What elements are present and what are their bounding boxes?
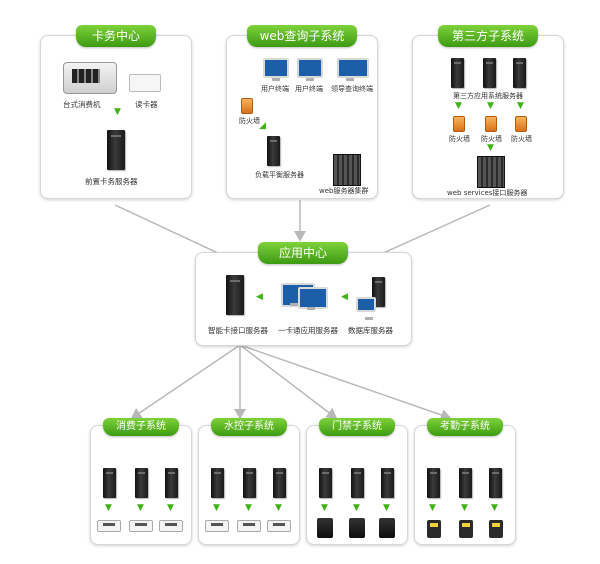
front-server-icon bbox=[107, 130, 125, 170]
pos-terminal-icon bbox=[129, 520, 153, 532]
controller-icon bbox=[211, 468, 224, 498]
card-reader-label: 读卡器 bbox=[135, 100, 158, 109]
app-server-label: 一卡通应用服务器 bbox=[278, 326, 338, 335]
user-terminal-1-icon bbox=[263, 58, 289, 81]
third-party-title: 第三方子系统 bbox=[438, 25, 538, 47]
card-interface-server-icon bbox=[226, 275, 244, 315]
controller-icon bbox=[489, 468, 502, 498]
down-arrow-icon: ▼ bbox=[353, 503, 360, 513]
desktop-pos-label: 台式消费机 bbox=[63, 100, 101, 109]
down-arrow-icon: ▼ bbox=[245, 503, 252, 513]
down-arrow-icon: ▼ bbox=[275, 503, 282, 513]
leader-terminal-label: 领导查询终端 bbox=[331, 85, 373, 93]
card-center-panel: 卡务中心 台式消费机 读卡器 ▼ 前置卡务服务器 bbox=[40, 25, 192, 199]
subsystem-title: 消费子系统 bbox=[103, 418, 179, 436]
subsystem-panel: 门禁子系统 ▼ ▼ ▼ bbox=[306, 418, 408, 545]
connector-app-to-sub3 bbox=[239, 344, 338, 419]
controller-icon bbox=[427, 468, 440, 498]
down-arrow-icon: ▼ bbox=[487, 143, 494, 153]
controller-icon bbox=[165, 468, 178, 498]
controller-icon bbox=[381, 468, 394, 498]
subsystem-title: 门禁子系统 bbox=[319, 418, 395, 436]
controller-icon bbox=[135, 468, 148, 498]
db-monitor-icon bbox=[356, 297, 376, 320]
app-server-monitor-icon bbox=[298, 287, 328, 310]
ws-server-label: web services接口服务器 bbox=[447, 189, 528, 197]
subsystem-title: 水控子系统 bbox=[211, 418, 287, 436]
load-balancer-label: 负载平衡服务器 bbox=[255, 171, 304, 179]
door-controller-icon bbox=[349, 518, 365, 538]
web-cluster-label: web服务器集群 bbox=[319, 187, 369, 195]
controller-icon bbox=[319, 468, 332, 498]
water-meter-icon bbox=[237, 520, 261, 532]
app-center-title: 应用中心 bbox=[258, 242, 348, 264]
desktop-pos-icon bbox=[63, 62, 117, 94]
controller-icon bbox=[103, 468, 116, 498]
db-server-label: 数据库服务器 bbox=[348, 326, 393, 335]
water-meter-icon bbox=[205, 520, 229, 532]
left-arrow-icon: ◀ bbox=[341, 292, 348, 302]
subsystem-panel: 消费子系统 ▼ ▼ ▼ bbox=[90, 418, 192, 545]
down-arrow-icon: ▼ bbox=[487, 101, 494, 111]
user-terminal-2-label: 用户终端 bbox=[295, 85, 323, 93]
down-arrow-icon: ▼ bbox=[455, 101, 462, 111]
firewall-2-label: 防火墙 bbox=[481, 135, 502, 143]
leader-terminal-icon bbox=[337, 58, 369, 81]
door-controller-icon bbox=[317, 518, 333, 538]
third-party-panel: 第三方子系统 第三方应用系统服务器 ▼ ▼ ▼ 防火墙 防火墙 防火墙 ▼ we… bbox=[412, 25, 564, 199]
connector-app-to-sub1 bbox=[130, 344, 241, 419]
down-arrow-icon: ◢ bbox=[259, 121, 266, 131]
firewall-icon bbox=[485, 116, 497, 132]
controller-icon bbox=[351, 468, 364, 498]
subsystem-panel: 考勤子系统 ▼ ▼ ▼ bbox=[414, 418, 516, 545]
user-terminal-2-icon bbox=[297, 58, 323, 81]
firewall-3-label: 防火墙 bbox=[511, 135, 532, 143]
load-balancer-icon bbox=[267, 136, 280, 166]
third-server-2-icon bbox=[483, 58, 496, 88]
web-query-panel: web查询子系统 用户终端 用户终端 领导查询终端 防火墙 ◢ 负载平衡服务器 … bbox=[226, 25, 378, 199]
subsystem-title: 考勤子系统 bbox=[427, 418, 503, 436]
connector-app-to-sub4 bbox=[239, 344, 452, 421]
third-server-3-icon bbox=[513, 58, 526, 88]
door-controller-icon bbox=[379, 518, 395, 538]
down-arrow-icon: ▼ bbox=[167, 503, 174, 513]
down-arrow-icon: ▼ bbox=[429, 503, 436, 513]
third-server-1-icon bbox=[451, 58, 464, 88]
firewall-label: 防火墙 bbox=[239, 117, 260, 125]
web-cluster-icon bbox=[333, 154, 361, 186]
down-arrow-icon: ▼ bbox=[461, 503, 468, 513]
card-interface-label: 智能卡接口服务器 bbox=[208, 326, 268, 335]
controller-icon bbox=[459, 468, 472, 498]
water-meter-icon bbox=[267, 520, 291, 532]
down-arrow-icon: ▼ bbox=[321, 503, 328, 513]
app-center-panel: 应用中心 ◀ ◀ 智能卡接口服务器 一卡通应用服务器 数据库服务器 bbox=[195, 242, 412, 346]
user-terminal-1-label: 用户终端 bbox=[261, 85, 289, 93]
front-server-label: 前置卡务服务器 bbox=[85, 177, 138, 186]
down-arrow-icon: ▼ bbox=[105, 503, 112, 513]
web-query-title: web查询子系统 bbox=[247, 25, 357, 47]
down-arrow-icon: ▼ bbox=[137, 503, 144, 513]
down-arrow-icon: ▼ bbox=[114, 107, 121, 117]
controller-icon bbox=[243, 468, 256, 498]
down-arrow-icon: ▼ bbox=[517, 101, 524, 111]
card-center-title: 卡务中心 bbox=[76, 25, 156, 47]
attendance-terminal-icon bbox=[459, 520, 473, 538]
controller-icon bbox=[273, 468, 286, 498]
down-arrow-icon: ▼ bbox=[491, 503, 498, 513]
card-reader-icon bbox=[129, 74, 161, 92]
firewall-icon bbox=[241, 98, 253, 114]
down-arrow-icon: ▼ bbox=[213, 503, 220, 513]
left-arrow-icon: ◀ bbox=[256, 292, 263, 302]
firewall-icon bbox=[515, 116, 527, 132]
pos-terminal-icon bbox=[97, 520, 121, 532]
attendance-terminal-icon bbox=[489, 520, 503, 538]
subsystem-panel: 水控子系统 ▼ ▼ ▼ bbox=[198, 418, 300, 545]
firewall-1-label: 防火墙 bbox=[449, 135, 470, 143]
third-app-servers-label: 第三方应用系统服务器 bbox=[453, 92, 523, 100]
ws-server-icon bbox=[477, 156, 505, 188]
down-arrow-icon: ▼ bbox=[383, 503, 390, 513]
pos-terminal-icon bbox=[159, 520, 183, 532]
firewall-icon bbox=[453, 116, 465, 132]
attendance-terminal-icon bbox=[427, 520, 441, 538]
